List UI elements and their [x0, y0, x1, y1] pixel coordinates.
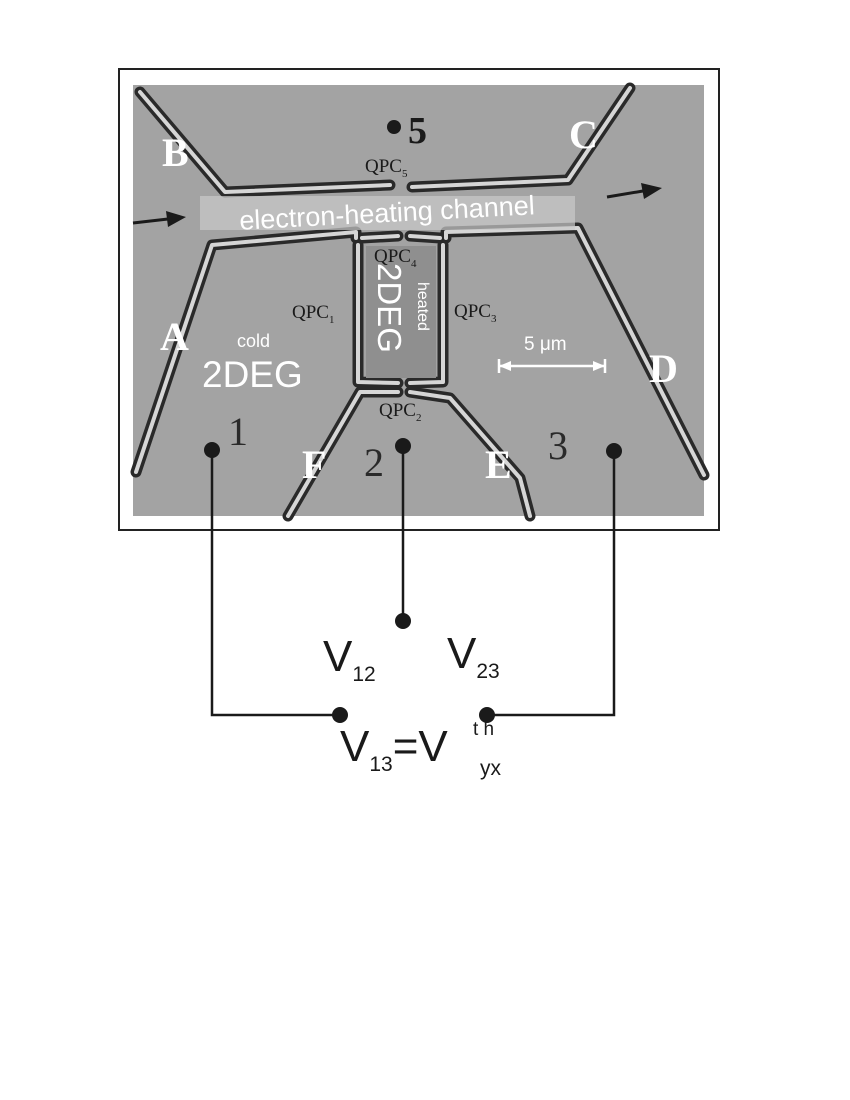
terminal-3-dot: [479, 707, 495, 723]
probe-1-label: 1: [228, 409, 248, 454]
contact-label-a: A: [160, 314, 189, 359]
terminal-1-dot: [332, 707, 348, 723]
cold-2deg-label: 2DEG: [202, 354, 303, 395]
heated-label: heated: [414, 282, 431, 331]
measurement-wiring: [210, 446, 616, 717]
qpc5-label: QPC5: [365, 156, 408, 180]
contact-label-d: D: [649, 346, 678, 391]
qpc2-label: QPC2: [379, 400, 421, 424]
scale-bar-arrow-left: [499, 361, 511, 371]
probe-2-dot: [395, 438, 411, 454]
contact-label-c: C: [569, 112, 598, 157]
heated-2deg-label: 2DEG: [371, 263, 408, 353]
cold-label: cold: [237, 331, 270, 351]
voltage-v13-subscript: yx: [480, 757, 502, 780]
probe-3-label: 3: [548, 423, 568, 468]
voltage-v12-label: V12: [323, 632, 376, 686]
current-arrow-out: [606, 183, 662, 199]
probe-3-dot: [606, 443, 622, 459]
heated-2deg-region: [366, 246, 436, 378]
probe-2-label: 2: [364, 440, 384, 485]
voltage-v23-label: V23: [447, 629, 500, 683]
contact-label-e: E: [485, 442, 512, 487]
wire-probe-1: [210, 450, 340, 717]
contact-label-f: F: [302, 442, 326, 487]
contact-label-b: B: [162, 130, 189, 175]
scale-bar-arrow-right: [593, 361, 605, 371]
terminal-2-dot: [395, 613, 411, 629]
wire-probe-3: [487, 451, 616, 717]
probe-5-label: 5: [408, 110, 427, 152]
qpc3-label: QPC3: [454, 301, 497, 325]
scale-bar-label: 5 μm: [524, 334, 567, 355]
channel-label-background: [200, 196, 575, 230]
probe-1-dot: [204, 442, 220, 458]
voltage-v13-label: V13=V: [340, 722, 448, 776]
qpc1-label: QPC1: [292, 302, 334, 326]
voltage-v13-superscript: t h: [473, 719, 494, 740]
probe-5-dot: [387, 120, 401, 134]
current-arrow-in: [132, 211, 186, 227]
gate-electrodes: [130, 82, 710, 522]
qpc4-label: QPC4: [374, 246, 417, 270]
